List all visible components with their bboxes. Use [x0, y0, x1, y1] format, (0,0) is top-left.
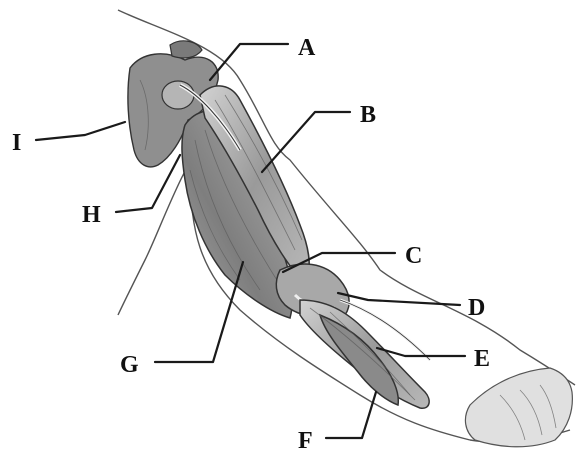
leader-line-a: [210, 44, 288, 80]
leader-line-f: [326, 392, 376, 438]
label-d: D: [468, 295, 485, 321]
label-i: I: [12, 130, 21, 156]
label-f: F: [298, 428, 313, 452]
label-b: B: [360, 102, 376, 128]
label-e: E: [474, 346, 490, 372]
leader-line-d: [338, 293, 460, 305]
leader-line-i: [36, 122, 125, 140]
label-c: C: [405, 243, 422, 269]
leader-line-b: [262, 112, 350, 172]
label-g: G: [120, 352, 139, 378]
label-a: A: [298, 35, 316, 61]
forearm-muscles: [300, 300, 430, 408]
label-h: H: [82, 202, 101, 228]
hand: [465, 368, 572, 447]
